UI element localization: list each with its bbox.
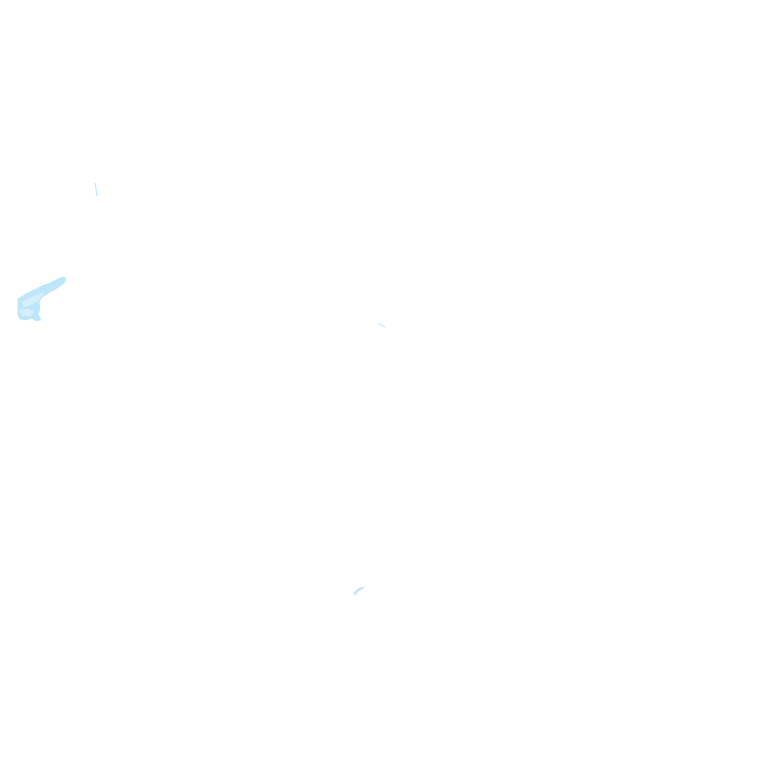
water-streak-north [94,182,98,197]
water-fleck-south [353,586,366,596]
water-fleck-center [378,323,386,328]
water-patch-west [17,276,67,322]
